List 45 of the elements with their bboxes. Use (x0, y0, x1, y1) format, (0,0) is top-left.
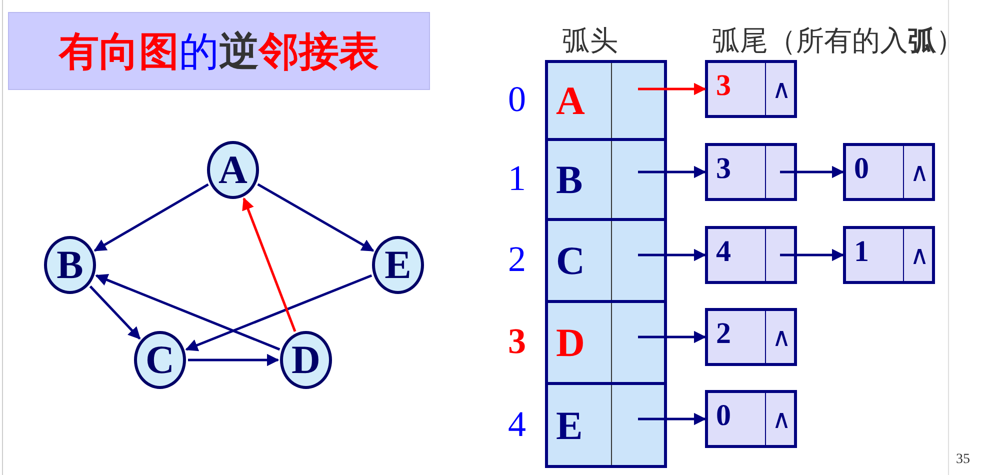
arrow (638, 82, 706, 96)
page-number: 35 (956, 452, 970, 468)
vertex-index: 2 (716, 317, 731, 351)
vertex-label: B (56, 245, 84, 285)
arrow (638, 166, 706, 178)
arrow (185, 274, 372, 352)
arrow (638, 248, 706, 262)
vertex-label: E (384, 245, 412, 285)
null-pointer: ∧ (910, 158, 930, 188)
vertex-index: 1 (854, 235, 869, 269)
arrow (188, 354, 280, 366)
vertex-name: D (556, 320, 585, 366)
vertex-index: 0 (854, 152, 869, 186)
vertex-label: C (146, 340, 174, 380)
null-pointer: ∧ (772, 75, 792, 105)
vertex-label: A (218, 150, 248, 190)
arrow (780, 248, 844, 262)
vertex-index: 3 (716, 152, 731, 186)
title-banner: 有向图的逆邻接表 (8, 12, 430, 90)
vertex-name: C (556, 238, 585, 284)
vertex-name: B (556, 157, 583, 203)
arrow (95, 274, 280, 351)
vertex-index: 3 (716, 69, 731, 103)
vertex-name: A (556, 78, 585, 124)
vertex-index: 4 (716, 235, 731, 269)
null-pointer: ∧ (772, 405, 792, 435)
vertex-name: E (556, 402, 583, 448)
arrow (257, 183, 374, 252)
row-index: 3 (508, 321, 526, 361)
arrow (638, 330, 706, 344)
arrow (780, 166, 844, 178)
column-header: 弧头 (562, 23, 618, 59)
arrow (94, 183, 209, 252)
vertex-index: 0 (716, 399, 731, 433)
vertex-label: D (292, 340, 320, 380)
arrow (89, 286, 141, 340)
row-index: 4 (508, 404, 526, 444)
row-index: 0 (508, 79, 526, 119)
null-pointer: ∧ (910, 241, 930, 271)
row-index: 1 (508, 158, 526, 198)
row-index: 2 (508, 239, 526, 279)
null-pointer: ∧ (772, 323, 792, 353)
arrow (242, 197, 296, 332)
column-header: 弧尾（所有的入弧） (712, 23, 964, 59)
arrow (638, 412, 706, 426)
